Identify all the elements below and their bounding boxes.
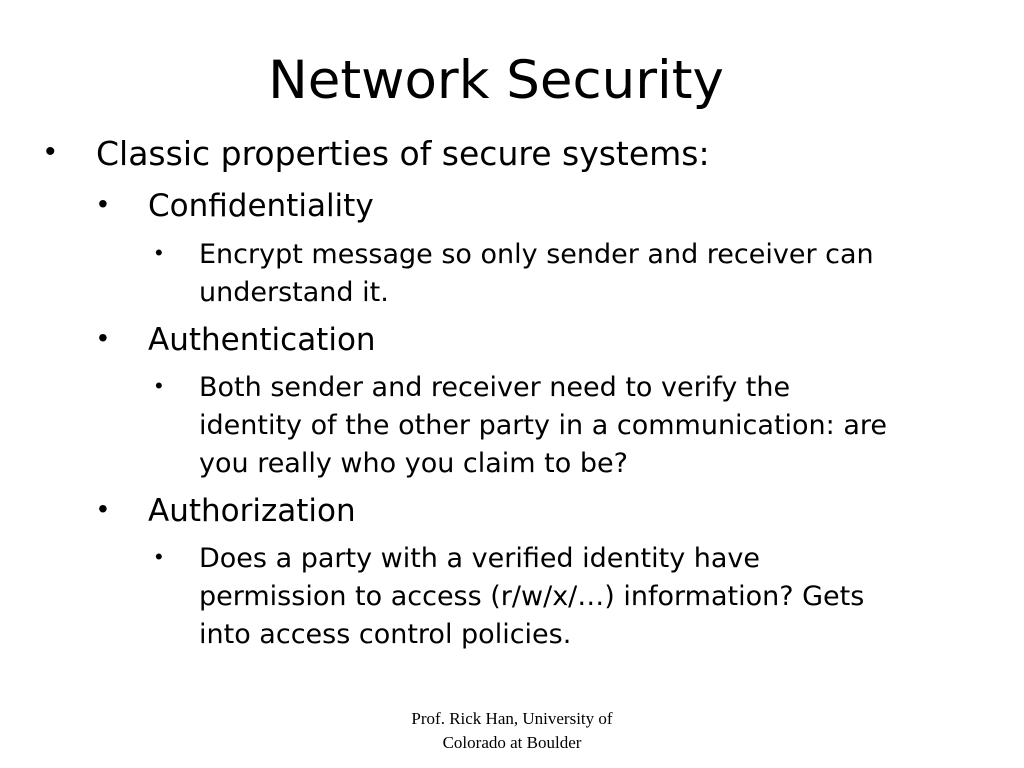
bullet-text: Authentication — [148, 322, 376, 358]
bullet-text-continuation: you really who you claim to be? — [199, 445, 628, 483]
bullet-text: Both sender and receiver need to verify … — [199, 372, 791, 403]
bullet-text: Classic properties of secure systems: — [96, 134, 710, 173]
slide-title: Network Security — [268, 50, 724, 111]
slide-footer: Prof. Rick Han, University of Colorado a… — [362, 707, 662, 755]
bullet-text: Authorization — [148, 493, 356, 529]
bullet-marker: • — [155, 240, 163, 265]
bullet-item: • Both sender and receiver need to verif… — [155, 369, 791, 407]
bullet-text-continuation: understand it. — [199, 274, 389, 312]
bullet-marker: • — [155, 373, 163, 398]
bullet-text: identity of the other party in a communi… — [199, 410, 888, 441]
bullet-text: Encrypt message so only sender and recei… — [199, 239, 874, 270]
bullet-item: • Authorization — [98, 491, 356, 531]
bullet-item: • Encrypt message so only sender and rec… — [155, 236, 874, 274]
bullet-text: Confidentiality — [148, 188, 374, 224]
bullet-text-continuation: into access control policies. — [199, 616, 571, 654]
bullet-marker: • — [98, 493, 108, 524]
bullet-text: permission to access (r/w/x/…) informati… — [199, 581, 865, 612]
footer-line: Colorado at Boulder — [442, 733, 582, 752]
bullet-marker: • — [155, 544, 163, 569]
footer-line: Prof. Rick Han, University of — [411, 709, 613, 728]
bullet-text: into access control policies. — [199, 619, 572, 650]
bullet-text-continuation: identity of the other party in a communi… — [199, 407, 887, 445]
bullet-marker: • — [45, 135, 56, 168]
bullet-marker: • — [98, 322, 108, 353]
bullet-marker: • — [98, 188, 108, 219]
bullet-text: understand it. — [199, 277, 389, 308]
bullet-item: • Does a party with a verified identity … — [155, 540, 761, 578]
bullet-item: • Classic properties of secure systems: — [45, 134, 710, 174]
bullet-text: Does a party with a verified identity ha… — [199, 543, 761, 574]
bullet-text: you really who you claim to be? — [199, 448, 628, 479]
bullet-item: • Confidentiality — [98, 186, 374, 226]
bullet-item: • Authentication — [98, 320, 376, 360]
bullet-text-continuation: permission to access (r/w/x/…) informati… — [199, 578, 864, 616]
